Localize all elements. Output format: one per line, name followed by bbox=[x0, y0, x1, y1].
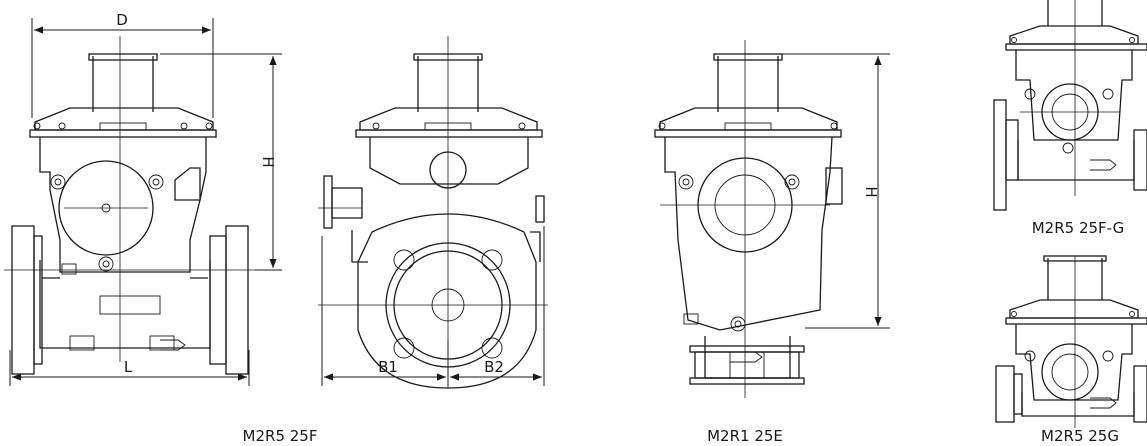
view-m2r5-25g bbox=[995, 255, 1147, 428]
dimension-label-l: L bbox=[124, 358, 133, 376]
dimension-label-h-right: H bbox=[862, 186, 880, 197]
dimension-b1-b2 bbox=[321, 226, 545, 386]
caption-m2r1-25e: M2R1 25E bbox=[707, 427, 783, 445]
view-m2r5-25f-g bbox=[993, 0, 1147, 211]
caption-m2r5-25f-g: M2R5 25F-G bbox=[1032, 219, 1125, 237]
caption-m2r5-25f: M2R5 25F bbox=[243, 427, 318, 445]
view-m2r5-25f bbox=[4, 36, 262, 375]
dimension-h-left bbox=[160, 53, 282, 271]
dimension-label-b1: B1 bbox=[378, 358, 398, 376]
dimension-d bbox=[31, 18, 214, 118]
caption-bg-25f-g bbox=[1020, 216, 1136, 238]
view-side bbox=[318, 36, 548, 389]
dimension-label-h-left: H bbox=[259, 156, 277, 167]
caption-m2r5-25g: M2R5 25G bbox=[1041, 427, 1119, 445]
dimension-label-b2: B2 bbox=[484, 358, 504, 376]
dimension-l bbox=[9, 350, 250, 386]
view-m2r1-25e bbox=[654, 40, 843, 398]
dimension-label-d: D bbox=[116, 11, 128, 29]
dimension-h-right bbox=[750, 53, 890, 329]
